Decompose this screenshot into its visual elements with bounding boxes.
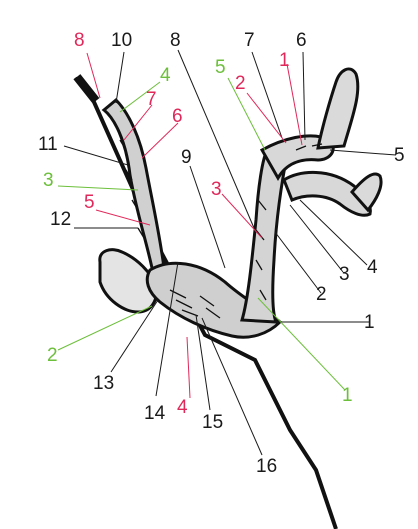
label-black-2: 2	[316, 285, 327, 304]
label-black-15: 15	[202, 413, 223, 432]
label-red-7: 7	[146, 90, 157, 109]
label-black-3: 3	[339, 265, 350, 284]
label-red-1: 1	[279, 51, 290, 70]
label-black-1: 1	[364, 313, 375, 332]
label-black-6: 6	[296, 31, 307, 50]
label-red-4: 4	[177, 398, 188, 417]
label-black-12: 12	[50, 210, 71, 229]
label-green-2: 2	[47, 346, 58, 365]
label-black-16: 16	[256, 457, 277, 476]
foot-upper	[318, 69, 358, 148]
label-red-5: 5	[84, 193, 95, 212]
label-green-4: 4	[160, 66, 171, 85]
label-black-5: 5	[394, 146, 405, 165]
label-black-9: 9	[181, 148, 192, 167]
label-red-3: 3	[211, 180, 222, 199]
label-red-2: 2	[235, 74, 246, 93]
label-black-11: 11	[38, 135, 58, 154]
label-red-6: 6	[172, 107, 183, 126]
label-green-3: 3	[43, 171, 54, 190]
label-black-10: 10	[111, 31, 132, 50]
label-black-4: 4	[367, 258, 378, 277]
label-black-7: 7	[244, 31, 255, 50]
label-red-8: 8	[74, 31, 85, 50]
label-green-1: 1	[342, 386, 353, 405]
label-green-5: 5	[215, 58, 226, 77]
upper-arm	[104, 100, 164, 268]
green-leader-lines	[58, 78, 345, 390]
label-black-14: 14	[144, 404, 165, 423]
label-black-13: 13	[93, 374, 114, 393]
label-black-8: 8	[170, 31, 181, 50]
